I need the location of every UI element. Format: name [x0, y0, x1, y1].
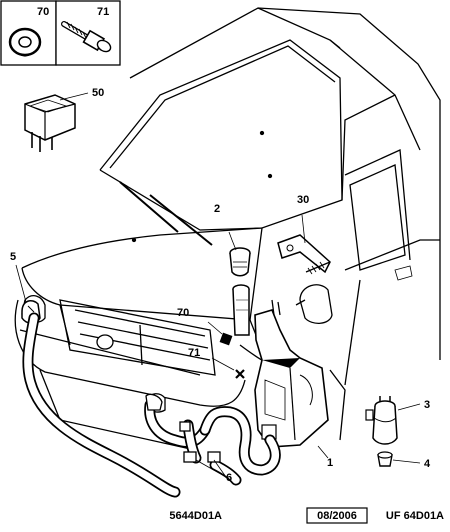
leader-1 [317, 445, 329, 459]
footer-bar: 5644D01A 08/2006 UF 64D01A [169, 507, 444, 524]
callout-71-legend: 71 [97, 6, 109, 18]
callout-2: 2 [214, 203, 220, 215]
bolt-icon [61, 21, 112, 53]
callout-50: 50 [92, 87, 104, 99]
callout-4: 4 [424, 458, 431, 470]
callout-1: 1 [327, 457, 333, 469]
callout-70-legend: 70 [37, 6, 49, 18]
mounting-bracket [277, 214, 331, 275]
washer-reservoir [232, 284, 329, 448]
callout-70-tank: 70 [177, 307, 189, 319]
washer-pump-cap [228, 231, 251, 277]
footer-ref-right: UF 64D01A [386, 510, 444, 522]
relay-icon [24, 92, 89, 152]
washer-hoses [22, 312, 281, 498]
footer-date: 08/2006 [317, 510, 357, 522]
grommet-small-icon [207, 321, 233, 346]
washer-pump-icon [365, 396, 421, 445]
vehicle-outline [14, 7, 441, 451]
parts-legend: 70 71 [0, 0, 121, 66]
callout-3: 3 [424, 399, 430, 411]
callout-71-tank: 71 [188, 347, 200, 359]
pump-grommet-icon [377, 451, 421, 467]
footer-ref-left: 5644D01A [169, 510, 222, 522]
callout-6: 6 [226, 472, 232, 484]
bolt-small-icon [211, 357, 245, 379]
callout-30: 30 [297, 194, 309, 206]
callout-5: 5 [10, 251, 16, 263]
grommet-icon [8, 27, 42, 57]
